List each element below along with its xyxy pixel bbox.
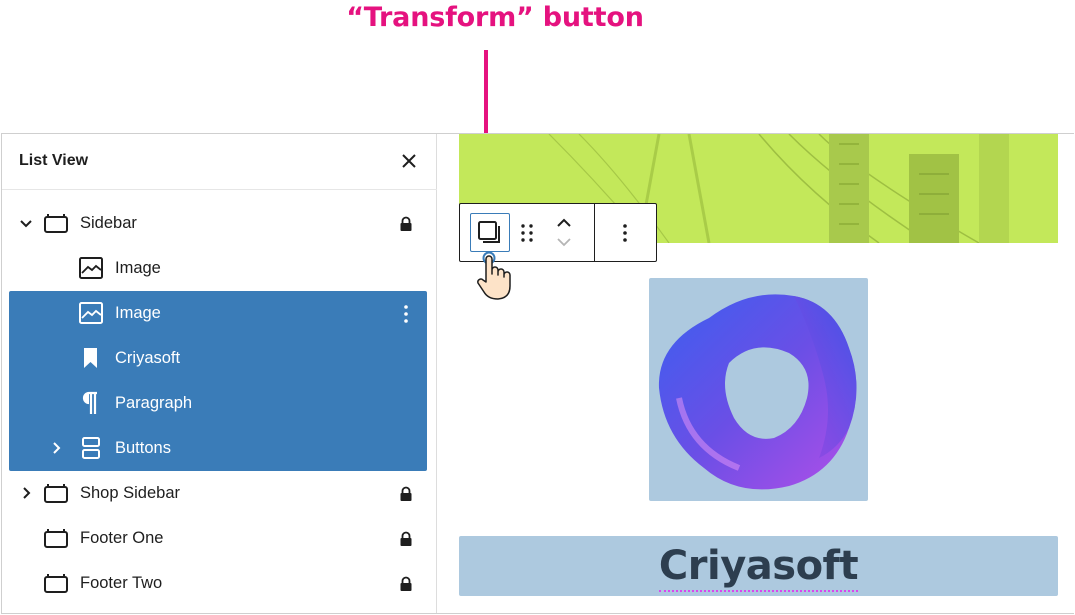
- transform-button[interactable]: [470, 213, 510, 252]
- editor-canvas: Criyasoft: [438, 134, 1074, 613]
- list-item-label: Sidebar: [80, 214, 137, 232]
- logo-image[interactable]: [649, 278, 868, 501]
- list-item-label: Footer Two: [80, 574, 163, 592]
- close-icon[interactable]: [398, 150, 420, 172]
- list-item-label: Image: [115, 304, 161, 322]
- chevron-down-icon[interactable]: [18, 215, 34, 231]
- list-item-buttons[interactable]: Buttons: [2, 426, 437, 471]
- list-item-label: Paragraph: [115, 394, 193, 412]
- list-item-image-selected[interactable]: Image: [2, 291, 437, 336]
- buttons-icon: [82, 437, 100, 459]
- lock-icon: [400, 216, 412, 231]
- list-item-label: Criyasoft: [115, 349, 181, 367]
- row-options-icon[interactable]: [397, 303, 415, 325]
- list-item-footer-two[interactable]: Footer Two: [2, 561, 437, 606]
- list-item-label: Shop Sidebar: [80, 484, 180, 502]
- list-item-image[interactable]: Image: [2, 246, 437, 291]
- bookmark-icon: [84, 348, 97, 368]
- toolbar-separator: [594, 204, 595, 261]
- image-icon: [79, 302, 103, 324]
- pointer-hand-icon: [477, 252, 511, 300]
- template-part-icon: [44, 484, 68, 503]
- paragraph-icon: [82, 391, 97, 414]
- heading-block[interactable]: Criyasoft: [459, 536, 1058, 596]
- list-item-shop-sidebar[interactable]: Shop Sidebar: [2, 471, 437, 516]
- transform-icon: [478, 221, 500, 243]
- list-item-criyasoft[interactable]: Criyasoft: [2, 336, 437, 381]
- editor-window: List View Sidebar Image Image Criy: [1, 133, 1074, 614]
- annotation-label: “Transform” button: [346, 2, 644, 33]
- template-part-icon: [44, 574, 68, 593]
- image-icon: [79, 257, 103, 279]
- list-item-label: Image: [115, 259, 161, 277]
- template-part-icon: [44, 214, 68, 233]
- list-item-label: Footer One: [80, 529, 164, 547]
- list-item-label: Buttons: [115, 439, 171, 457]
- list-item-footer-one[interactable]: Footer One: [2, 516, 437, 561]
- drag-handle-icon[interactable]: [519, 221, 535, 245]
- list-view-title: List View: [19, 152, 89, 169]
- list-item-paragraph[interactable]: Paragraph: [2, 381, 437, 426]
- more-options-icon[interactable]: [616, 221, 634, 245]
- torus-logo-icon: [658, 294, 857, 490]
- list-view-panel: List View Sidebar Image Image Criy: [2, 134, 437, 613]
- list-view-header: List View: [2, 134, 437, 190]
- heading-text-content: Criyasoft: [658, 543, 859, 592]
- chevron-right-icon[interactable]: [18, 485, 34, 501]
- lock-icon: [400, 531, 412, 546]
- chevron-up-icon[interactable]: [555, 215, 573, 231]
- block-toolbar: [459, 203, 657, 262]
- chevron-down-icon[interactable]: [555, 235, 573, 249]
- lock-icon: [400, 576, 412, 591]
- template-part-icon: [44, 529, 68, 548]
- chevron-right-icon[interactable]: [48, 440, 64, 456]
- selected-blocks-highlight: [9, 291, 427, 471]
- list-item-sidebar[interactable]: Sidebar: [2, 201, 437, 246]
- lock-icon: [400, 486, 412, 501]
- heading-text[interactable]: Criyasoft: [459, 543, 1058, 592]
